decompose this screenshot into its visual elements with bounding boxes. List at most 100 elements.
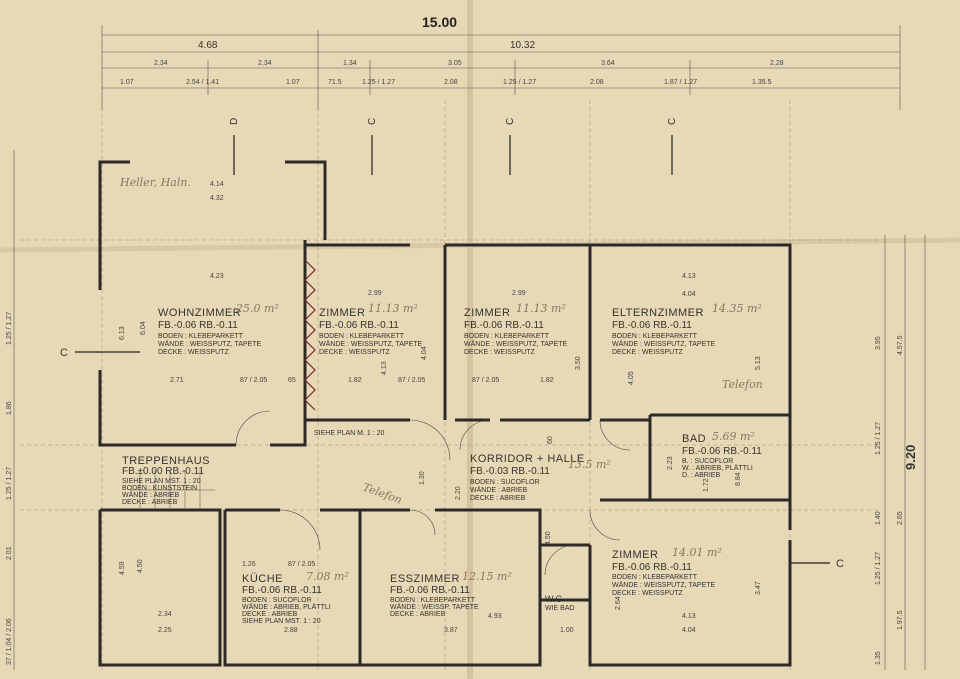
inner-dim: 2.99: [368, 290, 382, 297]
inner-dim: 4.04: [421, 346, 428, 360]
room-fb: FB.-0.06 RB.-0.11: [242, 585, 322, 596]
inner-dim: 6.13: [119, 326, 126, 340]
dim-row2-2: 1.34: [343, 60, 357, 67]
room-spec: WÄNDE : WEISSPUTZ, TAPETE: [319, 340, 423, 348]
section-mark-c-right: C: [836, 558, 844, 570]
room-spec: BODEN : KLEBEPARKETT: [158, 333, 244, 340]
room-name: ZIMMER: [319, 307, 365, 319]
right-dim-5: 1.25 / 1.27: [875, 552, 882, 585]
room-name: ESSZIMMER: [390, 573, 460, 585]
dim-row3-0: 1.07: [120, 79, 134, 86]
right-dim-7: 1.35: [875, 651, 882, 665]
inner-dim: 4.13: [682, 613, 696, 620]
handwritten-area: 5.69 m²: [712, 430, 755, 443]
left-dim-2: 1.25 / 1.27: [6, 467, 13, 500]
section-mark-c-3: C: [667, 118, 678, 125]
left-dim-3: 2.01: [6, 546, 13, 560]
left-dim-0: 1.25 / 1.27: [6, 312, 13, 345]
inner-dimensions: 4.14 4.32 4.23 2.99 2.99 4.13 4.04 2.71 …: [119, 181, 762, 634]
room-fb: FB.±0.00 RB.-0.11: [122, 466, 204, 477]
room-fb: FB.-0.06 RB.-0.11: [682, 446, 762, 457]
room-spec: BODEN : SUCOFLOR: [470, 479, 540, 486]
inner-dim: 2.23: [667, 456, 674, 470]
room-spec: BODEN : KUNSTSTEIN: [122, 485, 197, 492]
room-spec: WÄNDE : WEISSPUTZ, TAPETE: [612, 340, 716, 348]
inner-dim: 8.84: [735, 472, 742, 486]
room-fb: FB.-0.06 RB.-0.11: [319, 320, 399, 331]
stairs: [130, 470, 215, 510]
room-name: ELTERNZIMMER: [612, 307, 704, 319]
room-spec: DECKE : WEISSPUTZ: [464, 349, 536, 356]
inner-dim: 87 / 2.05: [240, 377, 267, 384]
room-fb: FB.-0.03 RB.-0.11: [470, 466, 550, 477]
inner-dim: 4.13: [381, 361, 388, 375]
room-spec: BODEN : KLEBEPARKETT: [612, 574, 698, 581]
inner-dim: 4.05: [628, 371, 635, 385]
room-spec: SIEHE PLAN MST. 1 : 20: [242, 618, 321, 625]
dim-row2-3: 3.05: [448, 60, 462, 67]
room-name: TREPPENHAUS: [122, 455, 210, 467]
section-mark-d: D: [229, 118, 240, 125]
room-esszimmer: ESSZIMMER FB.-0.06 RB.-0.11 BODEN : KLEB…: [390, 570, 512, 618]
inner-dim: 1.72: [703, 478, 710, 492]
room-spec: WÄNDE : ABRIEB: [122, 491, 180, 499]
left-dim-1: 1.86: [6, 401, 13, 415]
inner-dim: 87 / 2.05: [288, 561, 315, 568]
dim-row3-6: 1.25 / 1.27: [503, 79, 536, 86]
room-bad: BAD FB.-0.06 RB.-0.11 B. : SUCOFLOR W. :…: [682, 430, 762, 479]
left-dim-4: 37 / 1.04 / 2.06: [6, 618, 13, 665]
folding-wall-hatch: [304, 259, 316, 411]
room-fb: FB.-0.06 RB.-0.11: [612, 562, 692, 573]
inner-dim: 65: [288, 377, 296, 384]
room-name: WOHNZIMMER: [158, 307, 241, 319]
inner-dim: 60: [547, 436, 554, 444]
room-spec: WÄNDE : WEISSPUTZ, TAPETE: [464, 340, 568, 348]
left-width-dim: 4.68: [198, 40, 218, 51]
inner-dim: 4.14: [210, 181, 224, 188]
inner-dim: 2.88: [284, 627, 298, 634]
handwritten-area: 12.15 m²: [462, 570, 512, 583]
inner-dim: 6.04: [140, 321, 147, 335]
dim-row2-4: 3.64: [601, 60, 615, 67]
dim-row2-0: 2.34: [154, 60, 168, 67]
room-spec: BODEN : KLEBEPARKETT: [464, 333, 550, 340]
inner-dim: 4.13: [682, 273, 696, 280]
room-spec: DECKE : WEISSPUTZ: [612, 590, 684, 597]
top-dim-row3: 1.07 2.54 / 1.41 1.07 71.5 1.25 / 1.27 2…: [120, 79, 772, 86]
inner-dim: 3.50: [575, 356, 582, 370]
dim-row2-1: 2.34: [258, 60, 272, 67]
room-name: KORRIDOR + HALLE: [470, 453, 585, 465]
dim-row3-1: 2.54 / 1.41: [186, 79, 219, 86]
top-dimension-lines: [101, 25, 901, 110]
room-name: KÜCHE: [242, 573, 283, 585]
top-dim-row2: 2.34 2.34 1.34 3.05 3.64 2.28: [154, 60, 784, 67]
inner-dim: 4.04: [682, 627, 696, 634]
inner-dim: 3.47: [755, 581, 762, 595]
room-spec: SIEHE PLAN MST. 1 : 20: [122, 478, 201, 485]
inner-dim: 4.59: [119, 561, 126, 575]
room-fb: FB.-0.06 RB.-0.11: [390, 585, 470, 596]
room-spec: WÄNDE : ABRIEB, PLÄTTLI: [242, 603, 331, 611]
room-treppenhaus: TREPPENHAUS FB.±0.00 RB.-0.11 SIEHE PLAN…: [122, 455, 210, 506]
section-marks: C C D C C C: [60, 118, 844, 570]
room-spec: DECKE : WEISSPUTZ: [612, 349, 684, 356]
right-dim-1: 4.57.5: [897, 335, 904, 355]
inner-dim: 4.50: [137, 559, 144, 573]
room-elternzimmer: ELTERNZIMMER FB.-0.06 RB.-0.11 BODEN : K…: [612, 302, 762, 356]
room-spec: DECKE : ABRIEB: [390, 611, 446, 618]
walls: [98, 160, 792, 667]
room-spec: WÄNDE : ABRIEB: [470, 486, 528, 494]
inner-dim: 87 / 2.05: [472, 377, 499, 384]
dim-row3-8: 1.87 / 1.27: [664, 79, 697, 86]
room-name: ZIMMER: [464, 307, 510, 319]
inner-dim: 3.87: [444, 627, 458, 634]
room-name: BAD: [682, 433, 706, 445]
section-mark-c-2: C: [505, 118, 516, 125]
room-spec: BODEN : KLEBEPARKETT: [390, 597, 476, 604]
dim-row3-3: 71.5: [328, 79, 342, 86]
inner-dim: 5.13: [755, 356, 762, 370]
room-zimmer-2: ZIMMER FB.-0.06 RB.-0.11 BODEN : KLEBEPA…: [464, 302, 568, 356]
siehe-plan-note: SIEHE PLAN M. 1 : 20: [314, 430, 385, 437]
dim-row3-5: 2.08: [444, 79, 458, 86]
